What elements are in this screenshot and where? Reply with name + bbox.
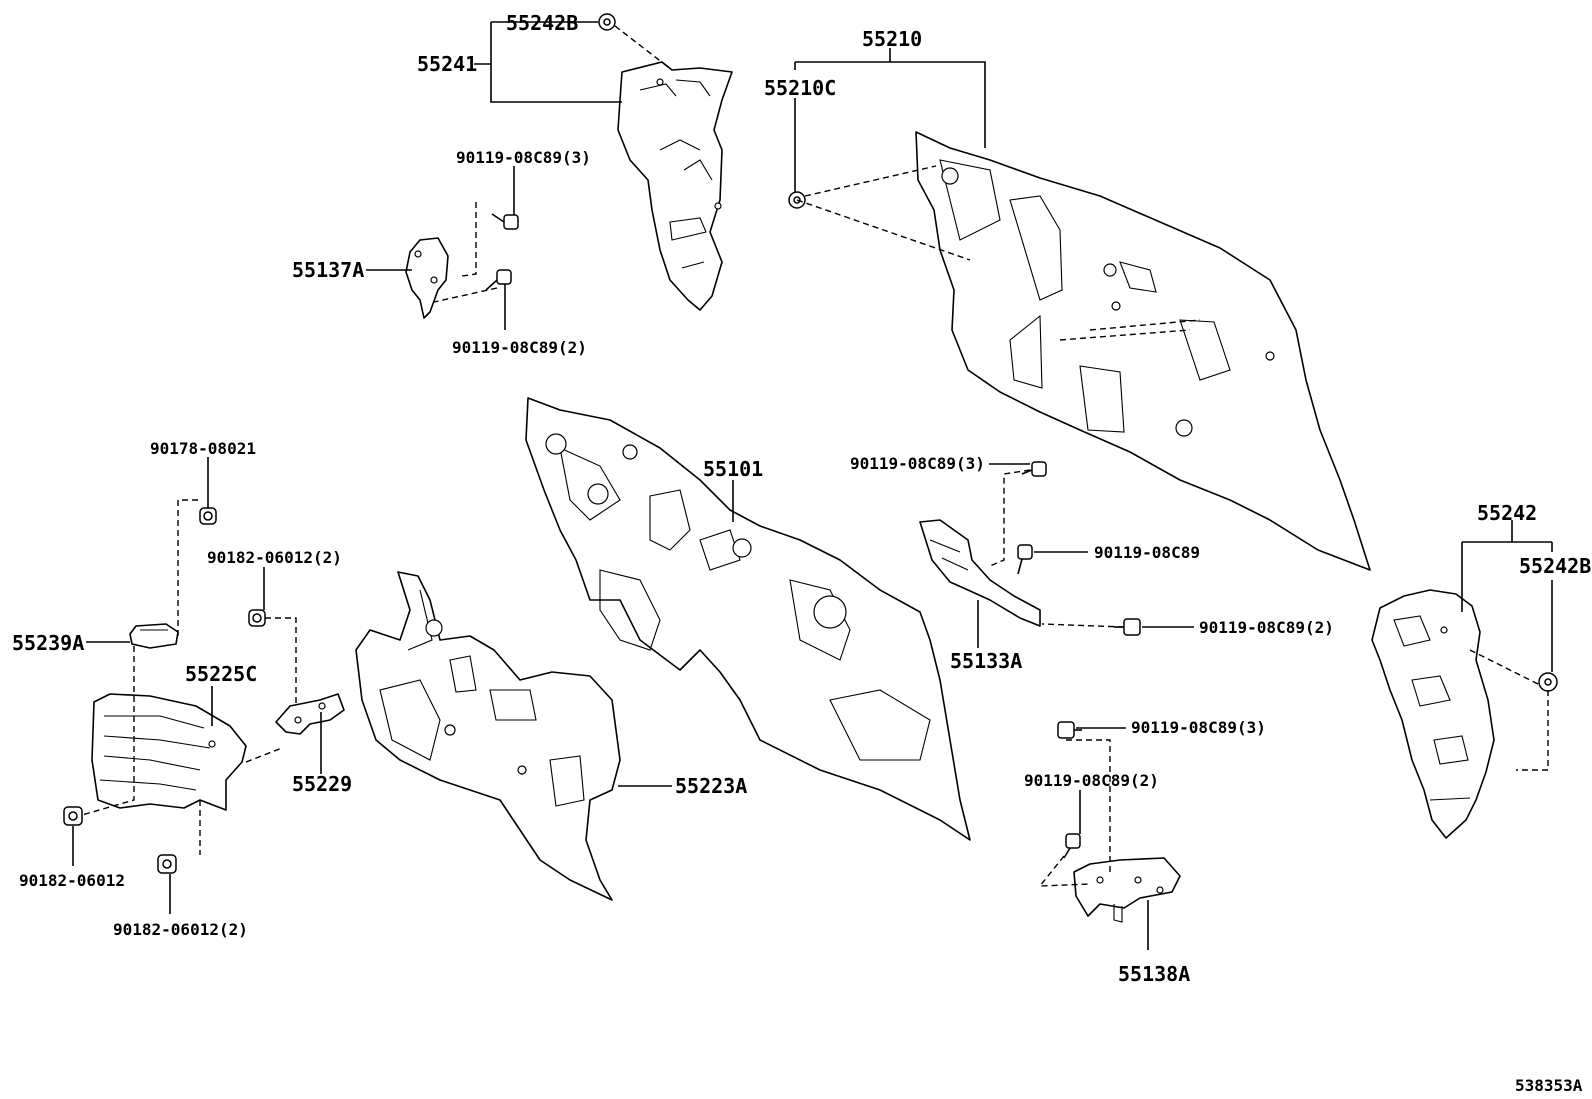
label-90119-08C89-3-top: 90119-08C89(3) [456, 148, 591, 167]
bolt-90119-2-top [485, 269, 512, 291]
bolt-90119-2-right [1114, 618, 1141, 636]
nut-90182-left [63, 806, 83, 826]
label-55101: 55101 [703, 457, 763, 481]
label-55229: 55229 [292, 772, 352, 796]
part-55101-shape [525, 397, 971, 841]
label-90119-08C89: 90119-08C89 [1094, 543, 1200, 562]
clip-55210C [788, 191, 806, 209]
clip-55242B-right [1538, 672, 1558, 692]
label-55242B-top: 55242B [506, 11, 578, 35]
part-55133A-shape [919, 519, 1041, 627]
label-90119-08C89-2-top: 90119-08C89(2) [452, 338, 587, 357]
label-90119-08C89-3-low: 90119-08C89(3) [1131, 718, 1266, 737]
label-55137A: 55137A [292, 258, 364, 282]
label-90182-06012-2-upper: 90182-06012(2) [207, 548, 342, 567]
part-55210-shape [915, 131, 1371, 571]
bolt-90119-3-mid [1021, 461, 1047, 477]
label-55210C: 55210C [764, 76, 836, 100]
label-55223A: 55223A [675, 774, 747, 798]
part-55223A-shape [355, 571, 621, 901]
part-55241-shape [617, 61, 733, 311]
part-55138A-shape [1073, 857, 1181, 923]
label-90178-08021: 90178-08021 [150, 439, 256, 458]
label-90182-06012-2-lower: 90182-06012(2) [113, 920, 248, 939]
label-55210: 55210 [862, 27, 922, 51]
nut-90182-2-lower [157, 854, 177, 874]
nut-90178 [199, 507, 217, 525]
label-90182-06012-left: 90182-06012 [19, 871, 125, 890]
leader-lines [72, 21, 1553, 950]
label-90119-08C89-2-right: 90119-08C89(2) [1199, 618, 1334, 637]
label-55133A: 55133A [950, 649, 1022, 673]
part-55229-shape [275, 693, 345, 735]
clip-55242B-top [598, 13, 616, 31]
label-90119-08C89-2-low: 90119-08C89(2) [1024, 771, 1159, 790]
label-55242: 55242 [1477, 501, 1537, 525]
bolt-90119-2-low [1063, 833, 1081, 859]
nut-90182-2-upper [248, 609, 266, 627]
label-55225C: 55225C [185, 662, 257, 686]
bolt-90119-single [1017, 544, 1033, 575]
label-55138A: 55138A [1118, 962, 1190, 986]
label-55239A: 55239A [12, 631, 84, 655]
part-55225C-shape [91, 693, 247, 811]
label-55241: 55241 [417, 52, 477, 76]
part-55242-shape [1371, 589, 1495, 839]
part-55137A-shape [405, 237, 449, 319]
diagram-code: 538353A [1515, 1076, 1583, 1095]
bolt-90119-3-low [1057, 721, 1082, 739]
label-90119-08C89-3-mid: 90119-08C89(3) [850, 454, 985, 473]
part-55239A-shape [129, 623, 179, 649]
bolt-90119-3-top [491, 213, 519, 230]
assembly-lines [81, 25, 1549, 887]
label-55242B-right: 55242B [1519, 554, 1591, 578]
